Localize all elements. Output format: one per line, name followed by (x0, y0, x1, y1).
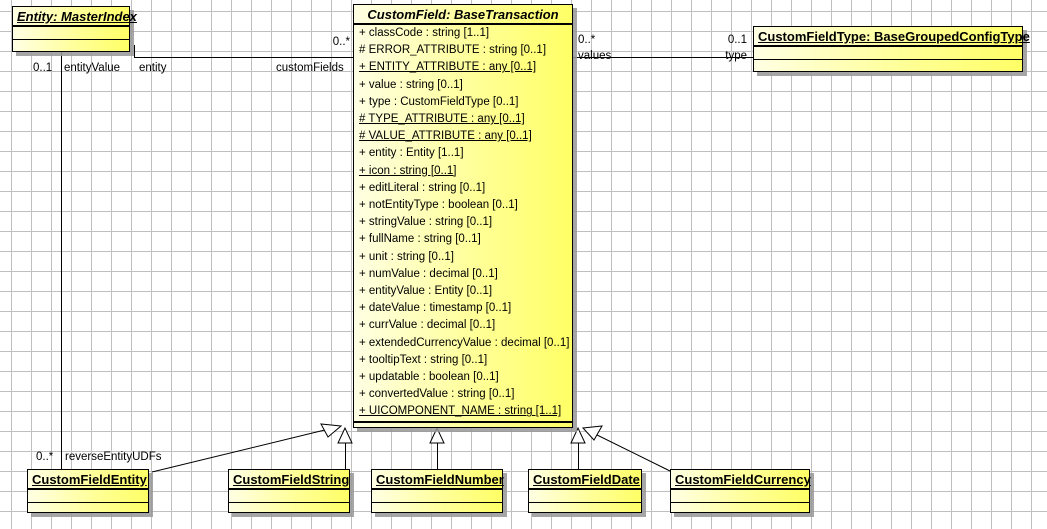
label-role-type: type (725, 50, 747, 62)
class-operations-customfieldnumber (372, 503, 502, 516)
label-multiplicity-reverse: 0..* (36, 451, 54, 463)
attribute-text-static: # VALUE_ATTRIBUTE : any [0..1] (359, 130, 532, 143)
attribute-row: + UICOMPONENT_NAME : string [1..1] (354, 403, 572, 420)
attribute-row: + editLiteral : string [0..1] (354, 180, 572, 197)
attribute-row: + entity : Entity [1..1] (354, 145, 572, 162)
label-multiplicity-customfields: 0..* (332, 36, 350, 48)
attribute-row: + tooltipText : string [0..1] (354, 352, 572, 369)
label-role-values: values (578, 50, 612, 62)
assoc-line-entity-customfields (134, 57, 353, 58)
label-multiplicity-entityvalue: 0..1 (33, 62, 53, 74)
attribute-text: + currValue : decimal [0..1] (359, 319, 496, 332)
label-role-reverseentityudfs: reverseEntityUDFs (65, 451, 162, 463)
class-title-customfieldstring: CustomFieldString (229, 470, 349, 490)
attribute-text: + unit : string [0..1] (359, 250, 454, 263)
generalization-stem-string (345, 436, 346, 472)
label-multiplicity-type: 0..1 (727, 34, 747, 46)
attribute-row: # TYPE_ATTRIBUTE : any [0..1] (354, 111, 572, 128)
label-role-customfields: customFields (276, 62, 344, 74)
class-attributes-entity-masterindex (13, 27, 129, 40)
class-customfielddate[interactable]: CustomFieldDate (528, 469, 642, 513)
attribute-row: + extendedCurrencyValue : decimal [0..1] (354, 335, 572, 352)
attribute-text-static: + UICOMPONENT_NAME : string [1..1] (359, 405, 562, 418)
attribute-row: + classCode : string [1..1] (354, 25, 572, 42)
attribute-text: + convertedValue : string [0..1] (359, 388, 515, 401)
attribute-row: + updatable : boolean [0..1] (354, 369, 572, 386)
class-operations-customfielddate (529, 503, 641, 516)
attribute-text: + updatable : boolean [0..1] (359, 371, 499, 384)
attribute-list: + classCode : string [1..1] # ERROR_ATTRI… (354, 25, 572, 421)
attribute-text: + extendedCurrencyValue : decimal [0..1] (359, 336, 570, 349)
class-title-customfieldentity: CustomFieldEntity (28, 470, 148, 490)
attribute-row: # ERROR_ATTRIBUTE : string [0..1] (354, 42, 572, 59)
attribute-text: + dateValue : timestamp [0..1] (359, 302, 512, 315)
class-title-customfieldnumber: CustomFieldNumber (372, 470, 504, 490)
attribute-row: + dateValue : timestamp [0..1] (354, 300, 572, 317)
class-customfieldstring[interactable]: CustomFieldString (228, 469, 350, 513)
class-attributes-customfieldnumber (372, 490, 502, 503)
class-attributes-customfieldtype (754, 47, 1022, 60)
class-operations-entity-masterindex (13, 40, 129, 53)
class-title-customfieldtype: CustomFieldType: BaseGroupedConfigType (754, 27, 1030, 47)
attribute-row: # VALUE_ATTRIBUTE : any [0..1] (354, 128, 572, 145)
label-role-entity: entity (139, 62, 167, 74)
label-multiplicity-values: 0..* (578, 34, 596, 46)
attribute-text: + entityValue : Entity [0..1] (359, 285, 493, 298)
attribute-row: + entityValue : Entity [0..1] (354, 283, 572, 300)
attribute-row: + fullName : string [0..1] (354, 231, 572, 248)
class-attributes-customfielddate (529, 490, 641, 503)
attribute-text: # ERROR_ATTRIBUTE : string [0..1] (359, 44, 547, 57)
class-operations-customfieldstring (229, 503, 349, 516)
class-operations-customfieldtype (754, 60, 1022, 73)
class-attributes-customfieldstring (229, 490, 349, 503)
attribute-text: + tooltipText : string [0..1] (359, 353, 488, 366)
class-customfield-basetransaction[interactable]: CustomField: BaseTransaction + classCode… (353, 4, 573, 428)
attribute-text: + fullName : string [0..1] (359, 233, 481, 246)
assoc-line-reverse-entity-udfs (61, 52, 62, 471)
class-operations-customfield-basetransaction (354, 420, 572, 432)
attribute-text: + value : string [0..1] (359, 78, 463, 91)
class-title-customfieldcurrency: CustomFieldCurrency (671, 470, 811, 490)
assoc-line-customfield-type (573, 57, 753, 58)
attribute-text-static: + ENTITY_ATTRIBUTE : any [0..1] (359, 61, 537, 74)
attribute-row: + stringValue : string [0..1] (354, 214, 572, 231)
class-customfieldcurrency[interactable]: CustomFieldCurrency (670, 469, 811, 516)
class-title-entity-masterindex: Entity: MasterIndex (13, 7, 137, 27)
class-customfieldtype-basegroupedconfigtype[interactable]: CustomFieldType: BaseGroupedConfigType (753, 26, 1030, 73)
attribute-text: + type : CustomFieldType [0..1] (359, 95, 519, 108)
class-operations-customfieldentity (28, 503, 148, 516)
class-customfieldentity[interactable]: CustomFieldEntity (27, 469, 149, 513)
class-customfieldnumber[interactable]: CustomFieldNumber (371, 469, 504, 516)
class-entity-masterindex[interactable]: Entity: MasterIndex (12, 6, 137, 53)
attribute-text: + classCode : string [1..1] (359, 27, 490, 39)
class-attributes-customfield-basetransaction: + classCode : string [1..1] # ERROR_ATTRI… (354, 25, 572, 421)
class-attributes-customfieldcurrency (671, 490, 809, 503)
class-title-customfield-basetransaction: CustomField: BaseTransaction (354, 5, 572, 25)
attribute-row: + ENTITY_ATTRIBUTE : any [0..1] (354, 59, 572, 76)
attribute-row: + currValue : decimal [0..1] (354, 317, 572, 334)
class-title-customfielddate: CustomFieldDate (529, 470, 641, 490)
attribute-row: + value : string [0..1] (354, 77, 572, 94)
label-role-entityvalue: entityValue (64, 62, 121, 74)
attribute-text-static: # TYPE_ATTRIBUTE : any [0..1] (359, 113, 525, 126)
attribute-row: + convertedValue : string [0..1] (354, 386, 572, 403)
generalization-stem-number (437, 436, 438, 472)
attribute-text: + editLiteral : string [0..1] (359, 181, 486, 194)
attribute-text: + stringValue : string [0..1] (359, 216, 493, 229)
attribute-text: + notEntityType : boolean [0..1] (359, 199, 518, 212)
class-operations-customfieldcurrency (671, 503, 809, 516)
attribute-row: + notEntityType : boolean [0..1] (354, 197, 572, 214)
class-attributes-customfieldentity (28, 490, 148, 503)
attribute-row: + icon : string [0..1] (354, 163, 572, 180)
generalization-stem-date (578, 436, 579, 472)
attribute-row: + type : CustomFieldType [0..1] (354, 94, 572, 111)
attribute-text: + numValue : decimal [0..1] (359, 267, 498, 280)
attribute-row: + numValue : decimal [0..1] (354, 266, 572, 283)
attribute-row: + unit : string [0..1] (354, 249, 572, 266)
assoc-line-entity-customfields-stub (134, 45, 135, 58)
attribute-text-static: + icon : string [0..1] (359, 164, 457, 177)
attribute-text: + entity : Entity [1..1] (359, 147, 464, 160)
